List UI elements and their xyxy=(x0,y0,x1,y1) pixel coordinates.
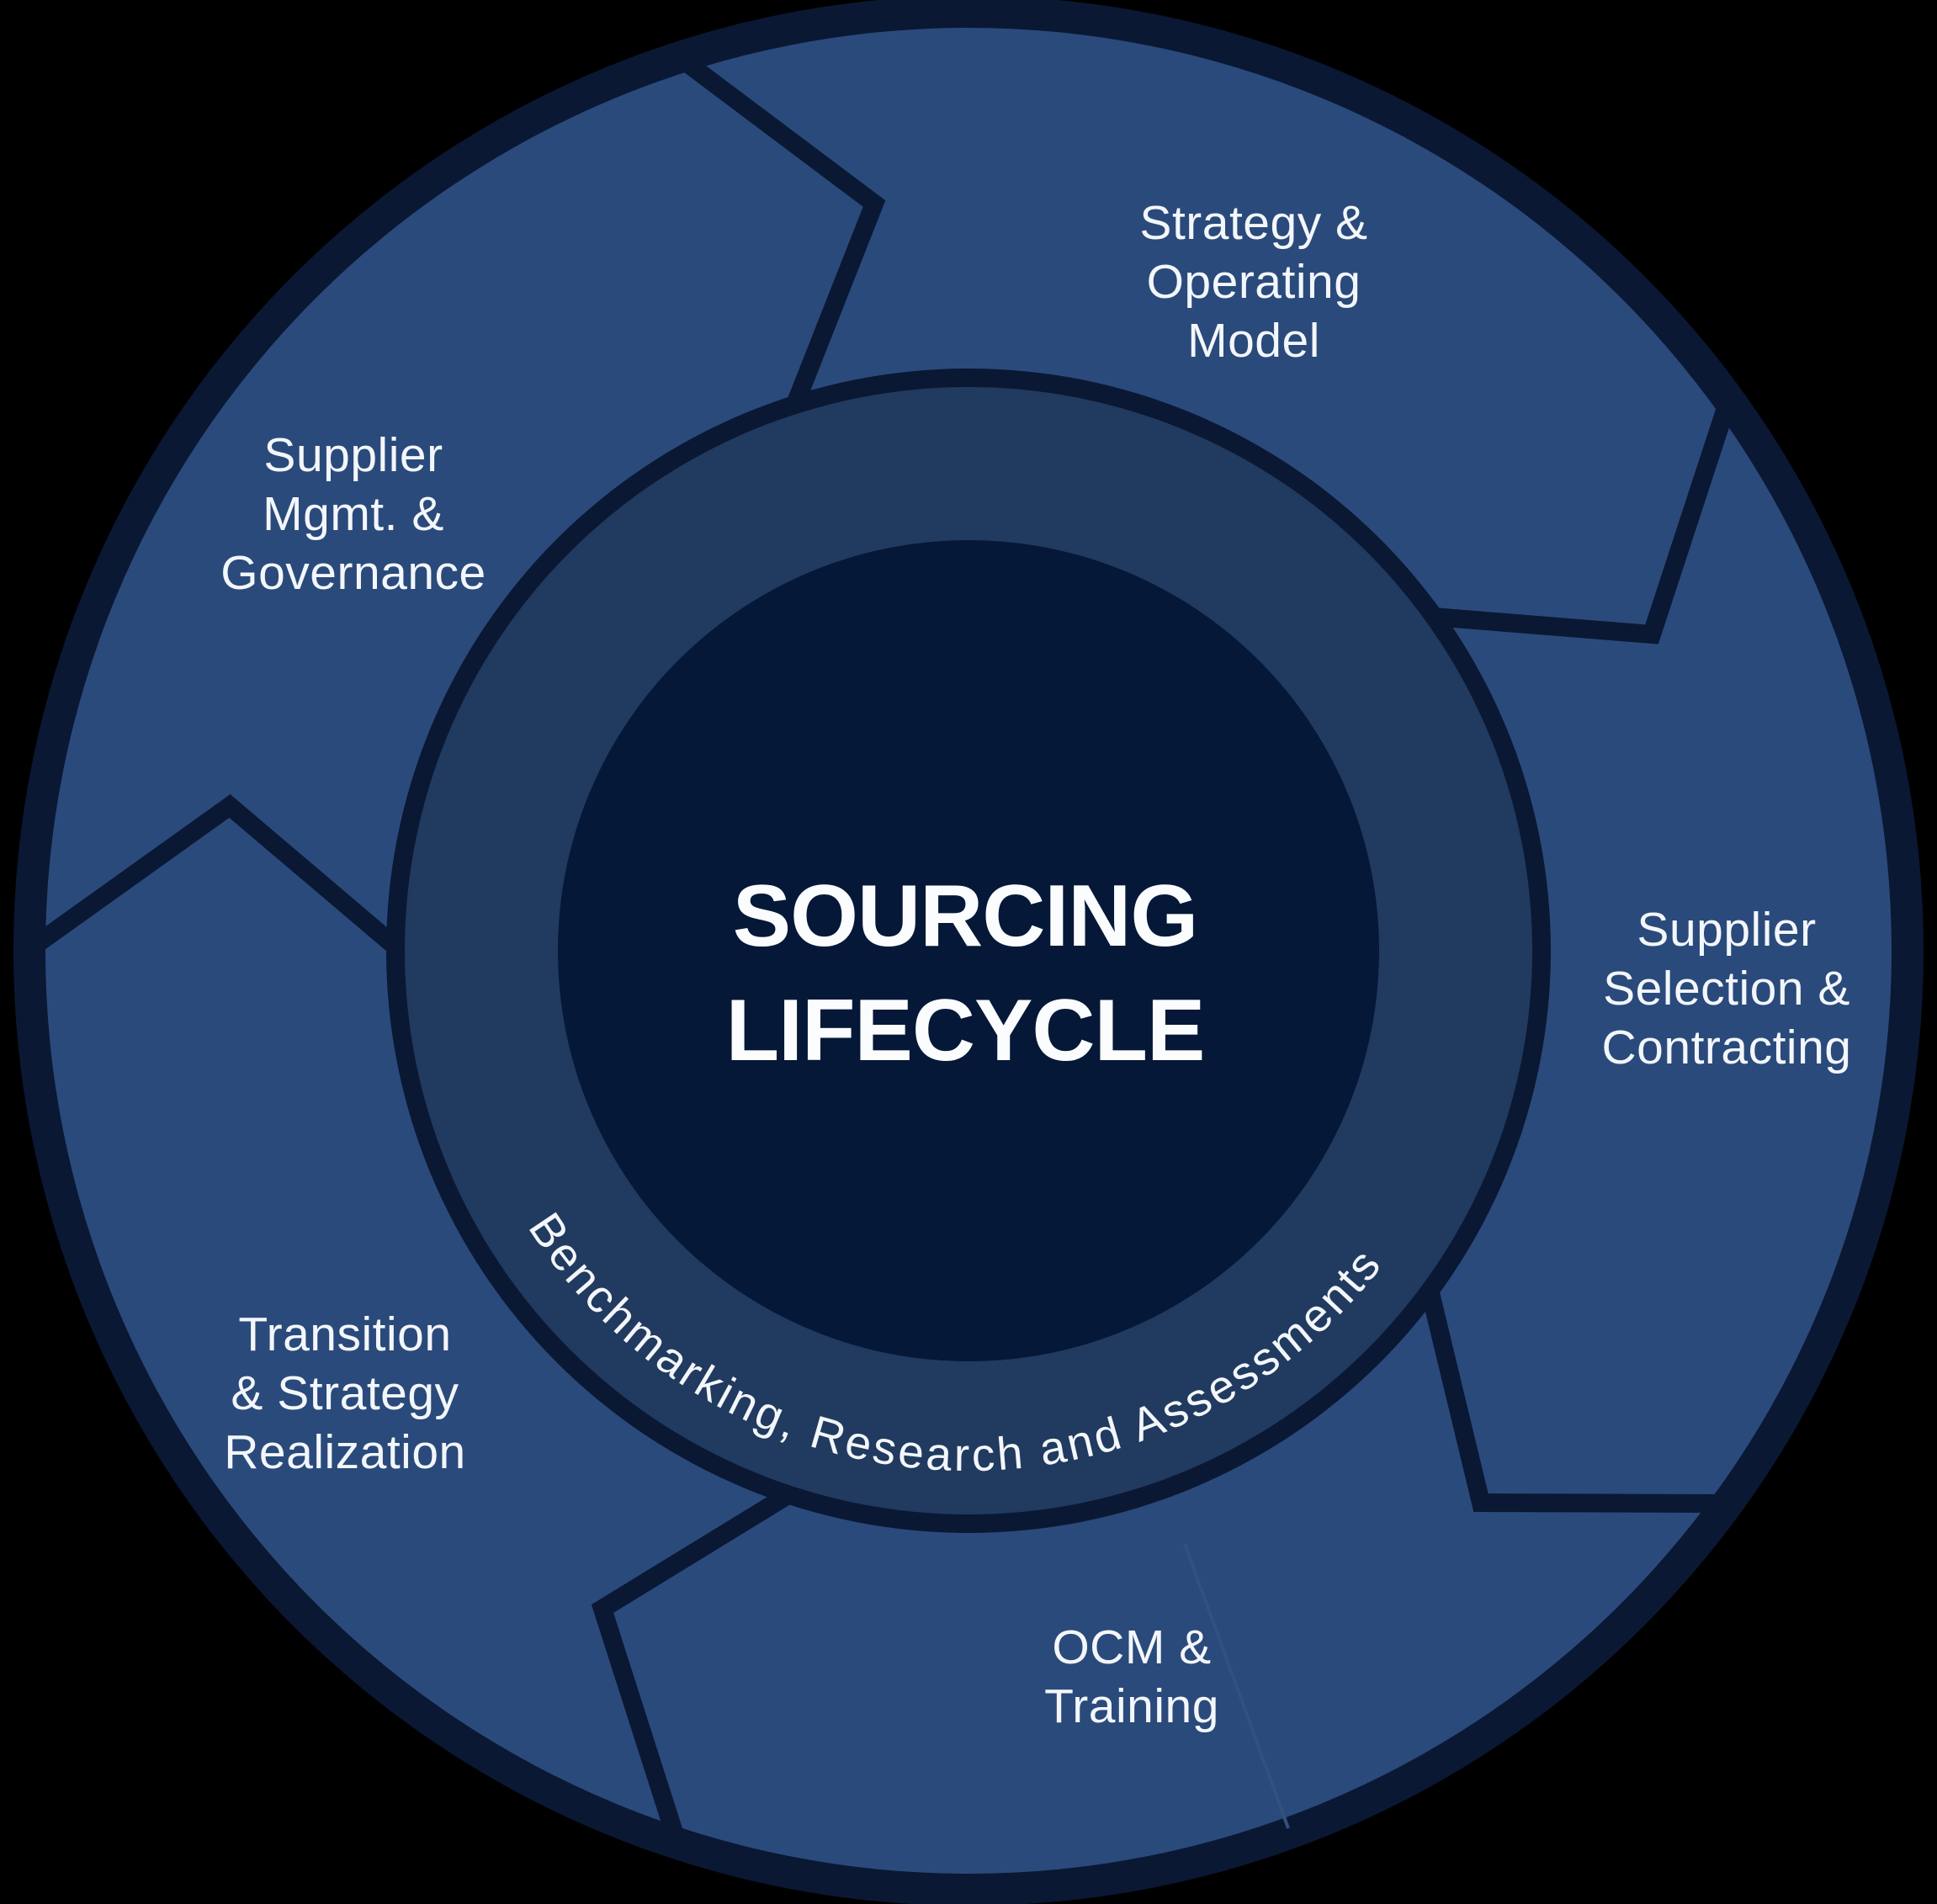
segment-label-supplier-selection-contracting: Supplier Selection & Contracting xyxy=(1602,900,1852,1077)
segment-label-line: OCM & xyxy=(1052,1620,1212,1674)
segment-label-line: Governance xyxy=(220,546,486,600)
segment-label-line: Transition xyxy=(238,1307,452,1361)
segment-label-supplier-mgmt-governance: Supplier Mgmt. & Governance xyxy=(220,426,486,602)
chevron-divider-bottom-left xyxy=(591,1486,794,1841)
segment-label-line: & Strategy xyxy=(231,1366,459,1420)
segment-label-ocm-training: OCM & Training xyxy=(1044,1618,1219,1736)
segment-label-line: Training xyxy=(1044,1679,1219,1733)
segment-label-strategy-operating-model: Strategy & Operating Model xyxy=(1139,194,1367,370)
center-title-line-1: SOURCING xyxy=(732,867,1198,965)
center-title-line-2: LIFECYCLE xyxy=(725,982,1206,1079)
segment-label-line: Operating xyxy=(1146,255,1361,309)
segment-label-line: Supplier xyxy=(1637,903,1817,957)
segment-label-transition-strategy-realization: Transition & Strategy Realization xyxy=(224,1305,466,1482)
segment-seam-line xyxy=(1183,1543,1290,1829)
chevron-divider-right-bottom xyxy=(1420,1287,1722,1513)
chevron-divider-right-top xyxy=(1432,402,1736,644)
chevron-divider-top xyxy=(679,54,886,411)
segment-label-line: Supplier xyxy=(263,428,443,482)
segment-label-line: Model xyxy=(1187,314,1320,368)
segment-label-line: Mgmt. & xyxy=(263,487,444,541)
segment-label-line: Realization xyxy=(224,1425,466,1479)
segment-label-line: Selection & xyxy=(1603,962,1850,1016)
center-title: SOURCING LIFECYCLE xyxy=(725,859,1206,1088)
chevron-divider-left xyxy=(29,794,403,955)
center-circle xyxy=(558,540,1379,1361)
segment-label-line: Contracting xyxy=(1601,1021,1852,1074)
segment-label-line: Strategy & xyxy=(1139,196,1368,250)
